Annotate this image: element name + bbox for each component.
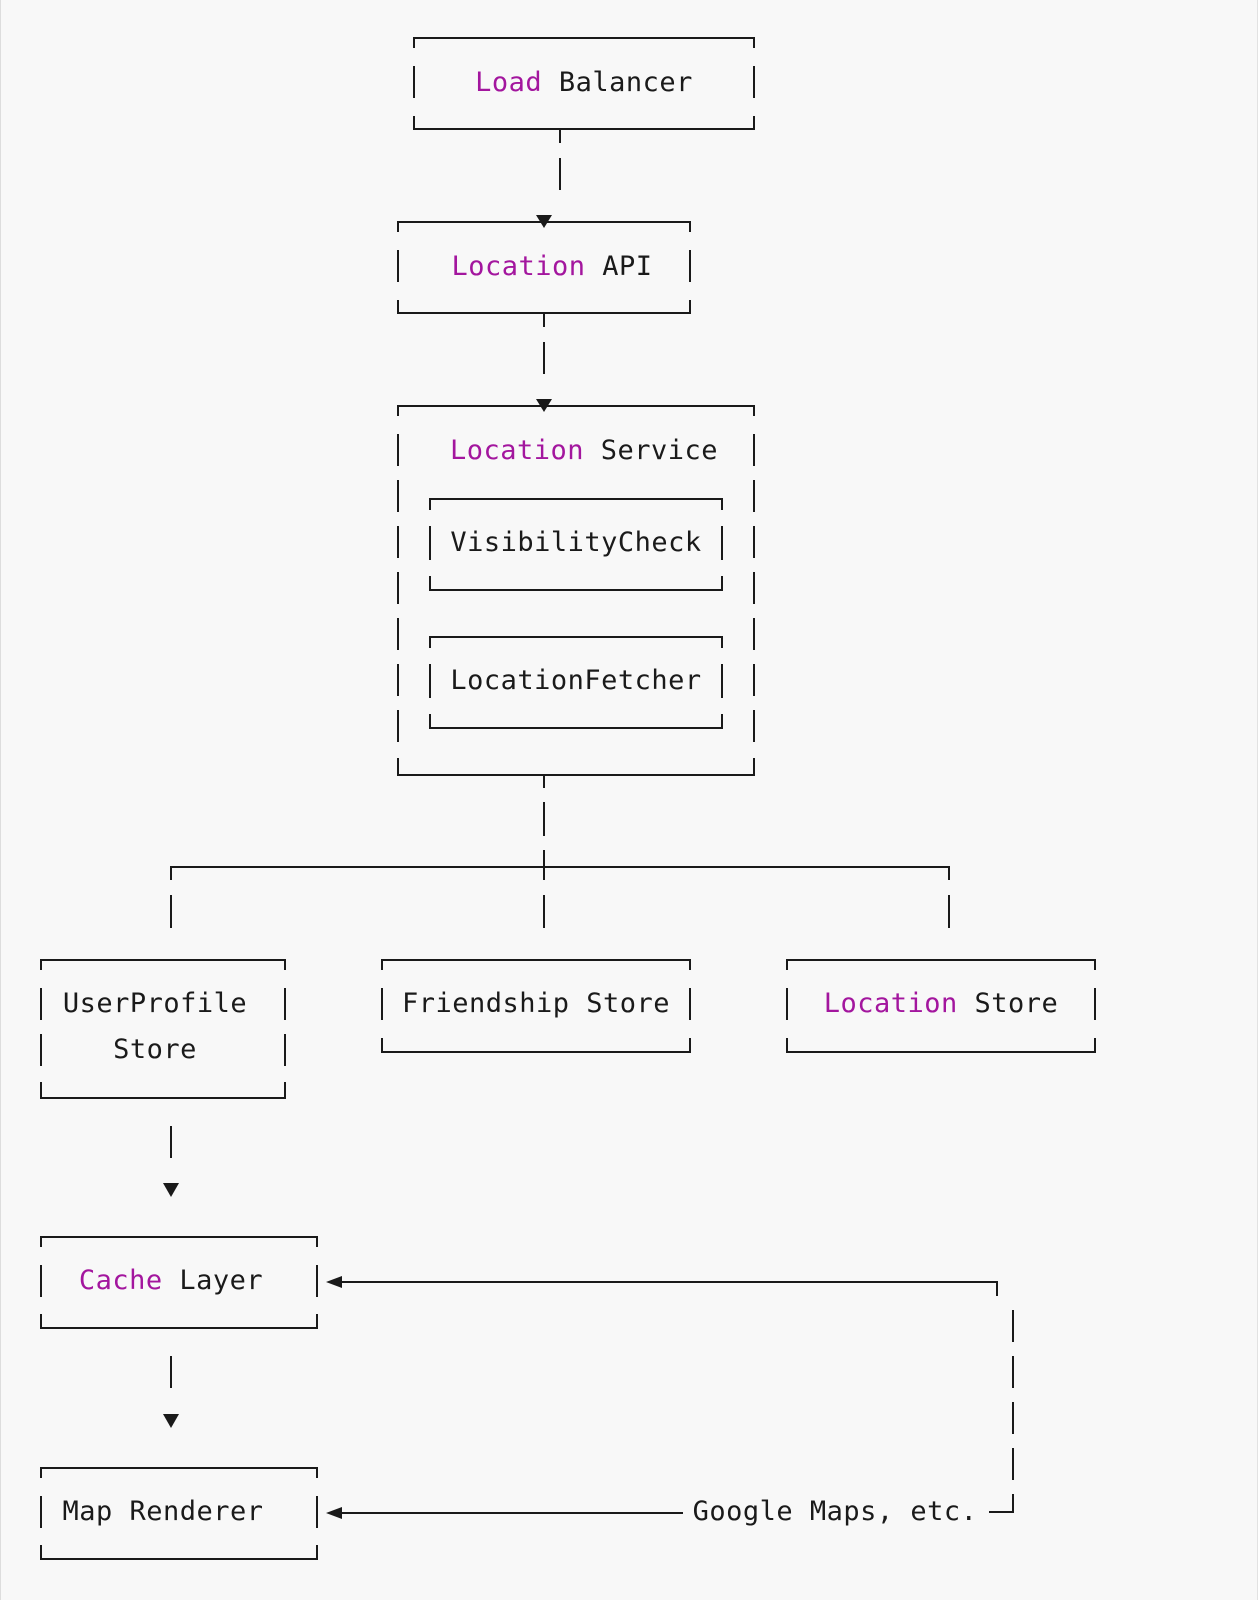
arrowhead-into-map [163, 1414, 179, 1428]
userprofile-store-label-line2: Store [113, 1034, 197, 1065]
arrowhead-into-cache [163, 1183, 179, 1197]
load-balancer-box[interactable] [413, 37, 755, 130]
load-balancer-label: Load Balancer [475, 67, 693, 98]
external-source-label: Google Maps, etc. [693, 1496, 978, 1527]
map-renderer-label: Map Renderer [62, 1496, 263, 1527]
map-renderer-box[interactable] [40, 1467, 318, 1560]
location-api-label: Location API [451, 251, 652, 282]
friendship-store-box[interactable] [381, 959, 691, 1053]
arrowhead-external-to-map [326, 1507, 342, 1519]
location-fetcher-label: LocationFetcher [450, 665, 701, 696]
visibility-check-box[interactable] [429, 498, 723, 591]
location-service-box[interactable] [397, 405, 755, 776]
location-store-box[interactable] [786, 959, 1096, 1053]
cache-layer-box[interactable] [40, 1236, 318, 1329]
friendship-store-label: Friendship Store [402, 988, 670, 1019]
visibility-check-label: VisibilityCheck [450, 527, 701, 558]
userprofile-store-box[interactable] [40, 959, 286, 1099]
location-store-label: Location Store [824, 988, 1059, 1019]
cache-layer-label: Cache Layer [79, 1265, 263, 1296]
edge-service-to-stores [170, 776, 950, 928]
arrowhead-external-to-cache [326, 1276, 342, 1288]
location-service-label: Location Service [450, 435, 718, 466]
location-fetcher-box[interactable] [429, 636, 723, 729]
userprofile-store-label-line1: UserProfile [63, 988, 247, 1019]
arrowhead-into-api [536, 215, 552, 228]
edge-external-to-cache [337, 1281, 1014, 1513]
arrowhead-into-service [536, 399, 552, 412]
